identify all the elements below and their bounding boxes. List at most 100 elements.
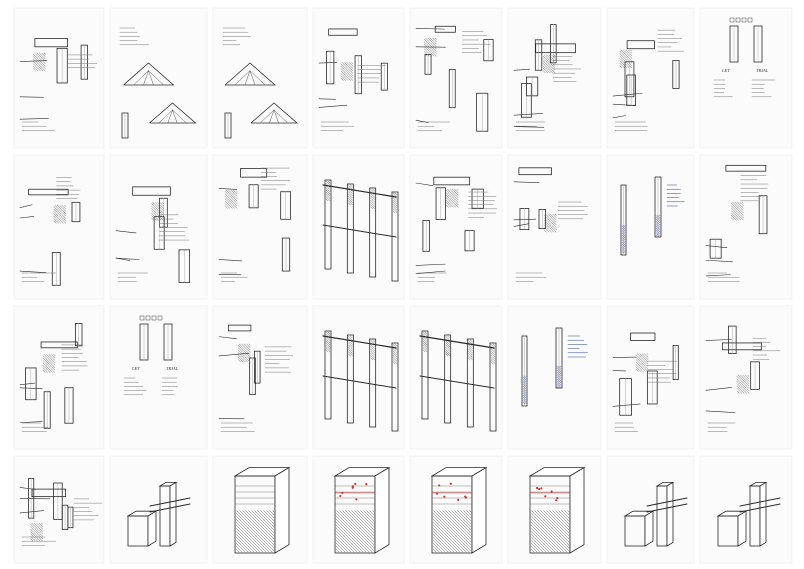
pen-stroke xyxy=(249,70,256,86)
sketch-box xyxy=(421,330,429,420)
pen-stroke xyxy=(360,510,375,525)
pen-stroke xyxy=(621,240,626,244)
pen-stroke xyxy=(218,336,237,340)
sketch-sheet xyxy=(507,7,602,149)
pen-stroke xyxy=(552,510,570,528)
pen-stroke xyxy=(254,510,275,531)
red-marker xyxy=(464,495,467,498)
pen-stroke xyxy=(530,515,568,553)
pen-stroke xyxy=(235,539,249,553)
pen-stroke xyxy=(218,352,250,357)
pen-stroke xyxy=(468,348,473,354)
pen-stroke xyxy=(335,548,340,553)
sketch-sheet xyxy=(606,7,695,149)
pen-stroke xyxy=(335,524,364,553)
pen-stroke xyxy=(419,335,495,349)
pen-stroke xyxy=(621,249,626,253)
pen-stroke xyxy=(432,539,446,553)
house-facade-detail-sketch xyxy=(415,25,494,132)
pen-stroke xyxy=(530,530,553,553)
red-marker xyxy=(354,482,357,486)
pen-stroke xyxy=(544,217,557,230)
pen-stroke xyxy=(612,92,643,97)
pen-stroke xyxy=(345,510,375,540)
block-side xyxy=(274,466,290,554)
pen-stroke xyxy=(339,510,375,546)
pen-stroke xyxy=(33,65,39,72)
pen-stroke xyxy=(325,198,329,202)
pen-stroke xyxy=(445,199,454,208)
pen-stroke xyxy=(635,364,644,372)
pen-stroke xyxy=(325,342,331,348)
pen-stroke xyxy=(335,533,355,553)
pen-stroke xyxy=(655,216,661,222)
beam-on-post-sketch xyxy=(126,481,191,547)
pen-stroke xyxy=(621,241,626,246)
pen-stroke xyxy=(19,387,43,389)
sketch-sheet xyxy=(409,305,503,450)
pen-stroke xyxy=(522,389,527,393)
pen-stroke xyxy=(322,224,397,238)
pen-stroke xyxy=(621,234,626,239)
pitched-roof-frames-sketch xyxy=(222,27,299,139)
pen-stroke xyxy=(424,48,432,57)
pen-stroke xyxy=(218,188,238,190)
red-marker xyxy=(355,498,358,501)
pen-stroke xyxy=(263,510,275,522)
pen-stroke xyxy=(439,510,472,543)
pen-stroke xyxy=(133,70,149,86)
pen-stroke xyxy=(322,375,397,389)
pen-stroke xyxy=(235,527,261,553)
connector-steel-sketch xyxy=(218,167,291,282)
block-side xyxy=(737,510,747,547)
pen-stroke xyxy=(561,510,570,519)
pen-stroke xyxy=(235,545,243,553)
red-marker xyxy=(443,495,446,498)
pen-stroke xyxy=(224,198,235,209)
pen-stroke xyxy=(430,37,437,45)
pen-stroke xyxy=(370,193,375,198)
pen-stroke xyxy=(115,230,137,234)
pen-stroke xyxy=(348,191,353,197)
pen-stroke xyxy=(513,113,543,116)
pen-stroke xyxy=(445,342,450,348)
sketch-sheet xyxy=(409,455,503,564)
sketch-box xyxy=(725,164,767,172)
pen-stroke xyxy=(237,344,251,358)
pen-stroke xyxy=(349,62,354,67)
pen-stroke xyxy=(490,359,496,364)
pen-stroke xyxy=(392,208,398,213)
pen-stroke xyxy=(266,510,275,519)
pen-stroke xyxy=(432,37,437,42)
sketch-box xyxy=(722,342,762,351)
pen-stroke xyxy=(736,390,740,394)
pen-stroke xyxy=(621,227,626,232)
red-marker xyxy=(550,490,553,493)
sheet-paper xyxy=(312,154,405,300)
sheet-note: TRIAL xyxy=(756,68,769,73)
pen-stroke xyxy=(635,366,642,372)
pen-stroke xyxy=(445,202,452,208)
pen-stroke xyxy=(318,104,348,108)
pen-stroke xyxy=(228,190,238,199)
pen-stroke xyxy=(370,355,375,360)
post-connection-sketch xyxy=(705,164,769,282)
pen-stroke xyxy=(149,503,191,513)
pen-stroke xyxy=(325,340,331,346)
pen-stroke xyxy=(635,356,649,370)
pen-stroke xyxy=(392,210,396,214)
pen-stroke xyxy=(350,184,353,188)
pen-stroke xyxy=(235,512,275,552)
pen-stroke xyxy=(19,382,36,386)
pen-stroke xyxy=(233,190,238,195)
pen-stroke xyxy=(556,382,562,387)
pen-stroke xyxy=(534,510,570,546)
pen-stroke xyxy=(530,527,556,553)
pen-stroke xyxy=(327,331,331,335)
pen-stroke xyxy=(392,197,398,202)
pen-stroke xyxy=(522,392,527,397)
sheet-note: LET xyxy=(721,68,730,73)
pen-stroke xyxy=(51,354,56,359)
pen-stroke xyxy=(325,331,331,337)
pen-stroke xyxy=(619,58,630,69)
